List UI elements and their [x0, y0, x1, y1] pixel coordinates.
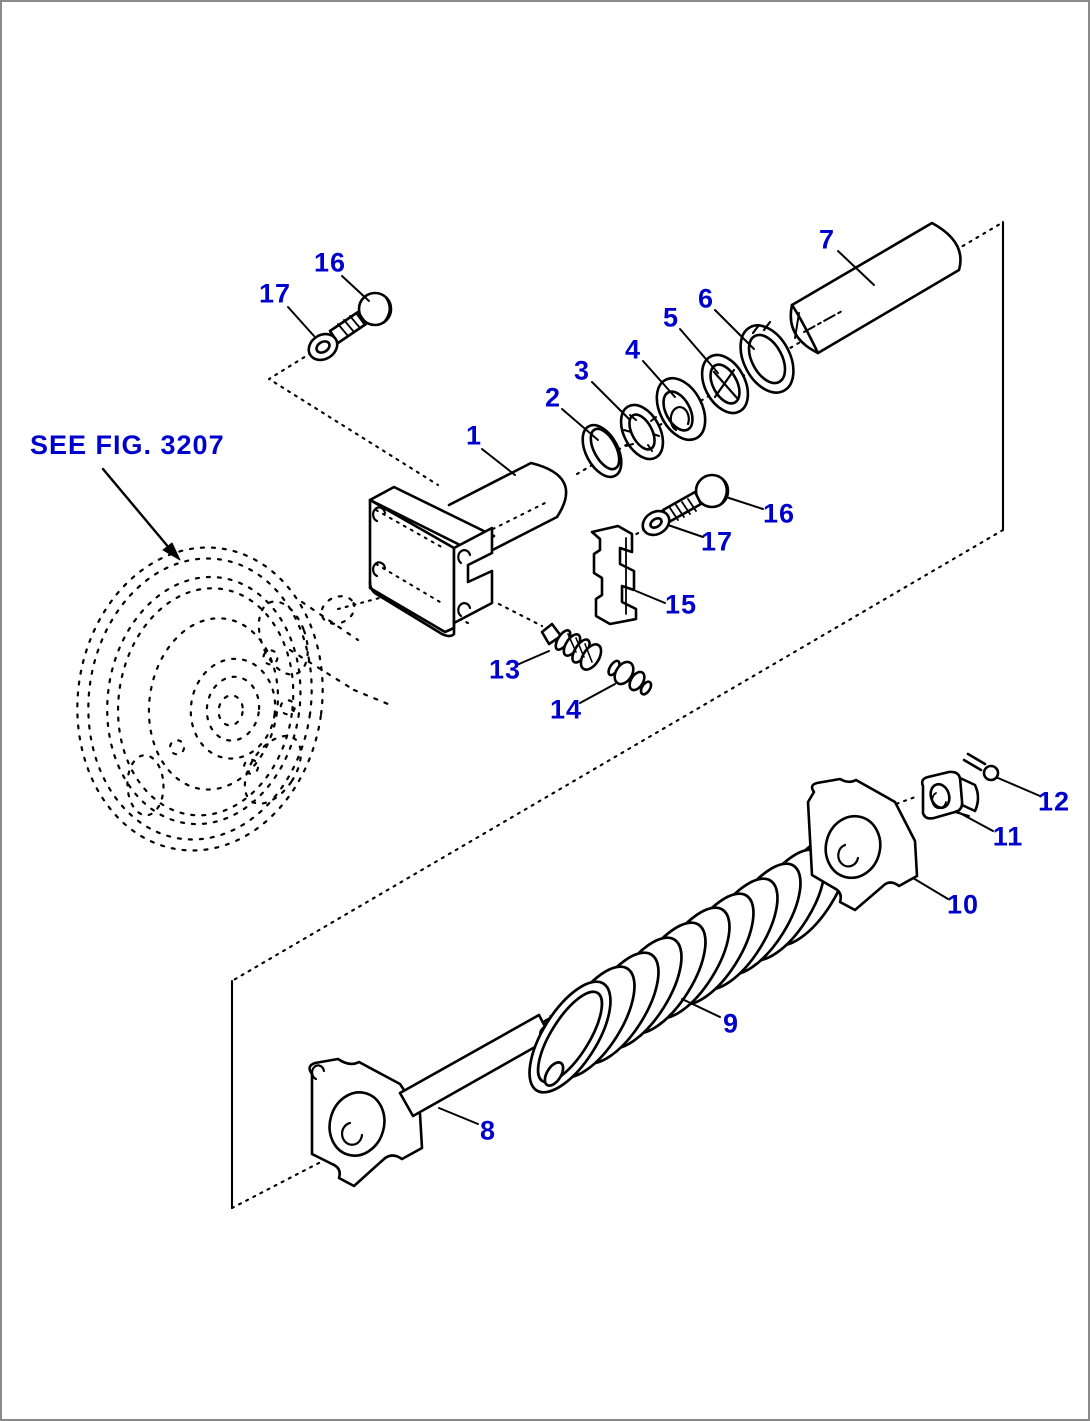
ring-6	[739, 320, 795, 394]
idler-bracket-arm-reference	[288, 595, 390, 706]
part-label-16-right: 16	[762, 498, 796, 529]
part-label-17-right: 17	[700, 526, 734, 557]
ring-3	[619, 403, 665, 461]
part-label-3: 3	[573, 355, 591, 386]
cotter-pin-12	[962, 752, 1000, 782]
part-label-17-top: 17	[258, 278, 292, 309]
part-label-12: 12	[1037, 786, 1071, 817]
part-label-4: 4	[624, 334, 642, 365]
part-label-15: 15	[664, 589, 698, 620]
spring-seat-10	[806, 777, 919, 912]
washer-17-top	[307, 332, 339, 362]
part-label-5: 5	[662, 302, 680, 333]
part-label-10: 10	[946, 889, 980, 920]
bolt-16-top	[328, 291, 393, 345]
idler-wheel-reference	[76, 546, 324, 852]
part-label-1: 1	[465, 420, 483, 451]
spring-9	[528, 833, 850, 1094]
part-label-7: 7	[818, 224, 836, 255]
part-label-2: 2	[544, 382, 562, 413]
bolt-16-right	[661, 473, 730, 524]
leader-lines	[287, 250, 1041, 1125]
shim-15	[590, 524, 638, 626]
part-label-11: 11	[992, 821, 1024, 852]
nut-11	[920, 770, 980, 820]
bracket-part-1	[368, 461, 568, 638]
part-label-16-top: 16	[313, 247, 347, 278]
ring-5	[700, 353, 750, 415]
pin-7	[789, 221, 962, 355]
part-label-9: 9	[722, 1008, 740, 1039]
part-label-6: 6	[697, 283, 715, 314]
valve-13	[540, 622, 603, 671]
part-label-8: 8	[479, 1115, 497, 1146]
ring-4	[655, 376, 707, 442]
see-fig-note: SEE FIG. 3207	[30, 430, 225, 460]
grease-fitting-14	[607, 659, 653, 696]
part-label-14: 14	[549, 694, 583, 725]
see-fig-arrow	[101, 467, 181, 561]
construction-lines	[230, 220, 1005, 1210]
washer-17-right	[641, 509, 671, 537]
part-label-13: 13	[488, 654, 522, 685]
